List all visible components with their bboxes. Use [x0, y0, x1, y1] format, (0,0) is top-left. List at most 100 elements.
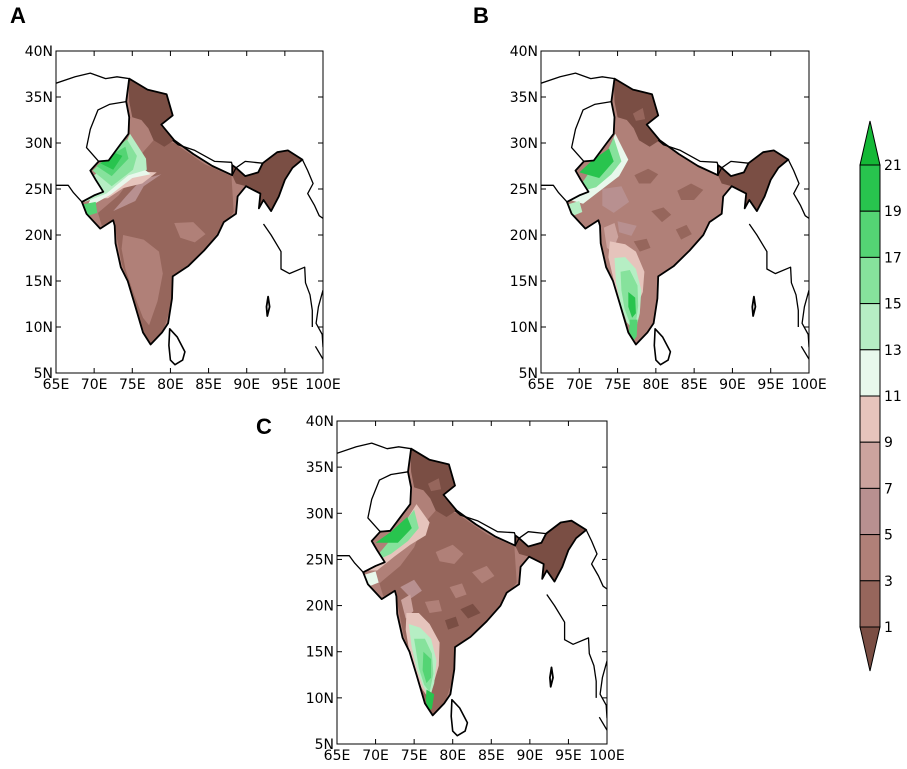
lat-tick-label: 35N	[306, 460, 334, 476]
sri-lanka-outline	[450, 698, 469, 737]
contour-region	[81, 201, 98, 216]
border-line	[598, 716, 607, 731]
lon-tick-label: 75E	[604, 377, 631, 393]
contour-region	[445, 616, 459, 630]
panel-label-a: A	[10, 3, 26, 28]
lon-tick-label: 85E	[681, 377, 708, 393]
border-line	[85, 100, 127, 162]
lat-tick-label: 25N	[306, 552, 334, 568]
lat-tick-label: 40N	[510, 44, 538, 60]
lon-tick-label: 65E	[528, 377, 555, 393]
lat-tick-label: 10N	[306, 691, 334, 707]
lon-tick-label: 65E	[43, 377, 70, 393]
lat-tick-label: 5N	[315, 737, 334, 753]
lon-tick-label: 95E	[272, 377, 299, 393]
sri-lanka-outline	[168, 328, 186, 366]
lat-tick-label: 30N	[510, 136, 538, 152]
contour-region	[232, 150, 303, 212]
colorbar-label: 9	[884, 435, 893, 451]
contour-region	[174, 222, 206, 243]
border-line	[721, 160, 749, 169]
lon-tick-label: 100E	[305, 377, 341, 393]
lat-tick-label: 20N	[25, 228, 53, 244]
border-line	[314, 345, 323, 360]
border-line	[315, 290, 323, 348]
contour-region	[401, 594, 414, 619]
border-line	[262, 223, 313, 327]
colorbar-bin	[859, 164, 881, 212]
colorbar-label: 13	[884, 343, 902, 359]
lat-tick-label: 10N	[25, 320, 53, 336]
lon-tick-label: 90E	[233, 377, 260, 393]
contour-region	[651, 207, 672, 223]
contour-region	[375, 517, 412, 543]
lon-tick-label: 85E	[478, 748, 505, 764]
lon-tick-label: 80E	[439, 748, 466, 764]
lat-tick-label: 30N	[25, 136, 53, 152]
country-borders	[337, 442, 607, 737]
border-line	[541, 72, 615, 84]
contour-region	[717, 150, 789, 212]
colorbar-bin	[859, 303, 881, 351]
colorbar-label: 19	[884, 204, 902, 220]
colorbar-label: 15	[884, 297, 902, 313]
lat-tick-label: 25N	[25, 182, 53, 198]
contour-region	[632, 108, 646, 121]
border-line	[748, 223, 799, 327]
contour-region	[435, 544, 464, 564]
contour-region	[425, 689, 435, 711]
contour-region	[449, 583, 467, 599]
lat-tick-label: 5N	[519, 366, 538, 382]
border-line	[801, 290, 809, 348]
map-frame	[540, 50, 810, 374]
contour-region	[428, 478, 442, 492]
colorbar-extend-bottom	[859, 626, 881, 672]
colorbar-bin	[859, 210, 881, 258]
contour-region	[675, 224, 692, 240]
map-frame	[55, 50, 324, 374]
panel-label-b: B	[473, 3, 489, 28]
colorbar-bin	[859, 256, 881, 305]
border-line	[800, 345, 809, 360]
lat-tick-label: 20N	[510, 228, 538, 244]
country-borders	[541, 72, 809, 366]
lon-tick-label: 75E	[401, 748, 428, 764]
lat-tick-label: 35N	[510, 90, 538, 106]
contour-region	[472, 565, 495, 584]
colorbar-extend-top	[859, 120, 881, 166]
sri-lanka-outline	[653, 328, 672, 366]
lon-tick-label: 65E	[324, 748, 351, 764]
contour-region	[121, 235, 163, 326]
contour-region	[602, 186, 630, 213]
colorbar-bin	[859, 487, 881, 536]
andaman-islands	[751, 295, 757, 317]
colorbar-bin	[859, 395, 881, 443]
colorbar-bin	[859, 349, 881, 397]
panel-label-c: C	[256, 414, 272, 439]
border-line	[541, 184, 568, 203]
lon-tick-label: 75E	[119, 377, 146, 393]
lat-tick-label: 40N	[25, 44, 53, 60]
map-frame	[336, 420, 608, 745]
contour-region	[113, 174, 162, 212]
lat-tick-label: 5N	[34, 366, 53, 382]
colorbar-label: 1	[884, 620, 893, 636]
country-borders	[56, 72, 323, 366]
border-line	[546, 594, 597, 698]
lon-tick-label: 70E	[81, 377, 108, 393]
contour-region	[617, 221, 637, 236]
contour-region	[515, 520, 587, 582]
lon-tick-label: 100E	[791, 377, 827, 393]
india-outline	[566, 77, 790, 346]
contour-region	[567, 201, 583, 216]
colorbar-label: 21	[884, 158, 902, 174]
india-outline	[81, 77, 304, 346]
border-line	[172, 139, 233, 166]
contour-region	[363, 571, 379, 587]
border-line	[518, 531, 547, 539]
border-line	[585, 529, 607, 590]
colorbar-bin	[859, 441, 881, 489]
border-line	[454, 510, 516, 536]
lat-tick-label: 20N	[306, 599, 334, 615]
